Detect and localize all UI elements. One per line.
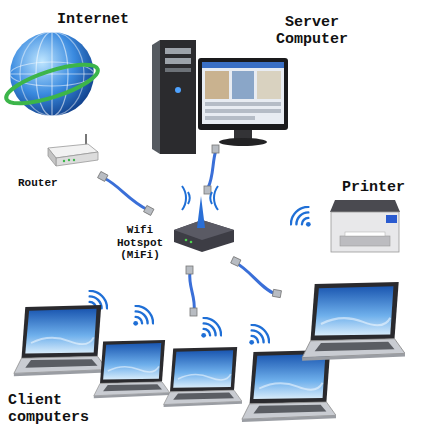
printer-icon <box>345 232 385 236</box>
server-monitor <box>198 58 288 130</box>
server-monitor <box>205 116 255 120</box>
server-monitor <box>198 58 288 146</box>
cable-plug <box>231 257 241 267</box>
router-icon <box>63 160 65 162</box>
laptop-icon <box>242 350 336 422</box>
router-icon <box>48 148 56 166</box>
server-monitor <box>205 102 281 106</box>
ethernet-cable <box>236 263 276 294</box>
ethernet-cable <box>104 150 276 310</box>
cable-plug <box>204 186 211 194</box>
printer-icon <box>330 200 400 212</box>
server-monitor <box>202 62 284 68</box>
server-tower <box>152 40 196 154</box>
router-icon <box>68 159 70 161</box>
cable-plug <box>190 308 197 316</box>
wifi-hotspot-device <box>190 241 193 244</box>
cable-plug <box>272 289 281 297</box>
printer-icon <box>331 212 399 252</box>
cable-plug <box>98 145 282 316</box>
wifi-hotspot-device <box>197 196 205 228</box>
globe-icon <box>2 32 101 116</box>
cable-plug <box>212 145 219 153</box>
laptop-icon <box>164 347 242 407</box>
server-monitor <box>257 71 281 99</box>
laptop-icon <box>14 282 405 422</box>
wifi-hotspot-device <box>188 192 212 204</box>
laptop-icon <box>302 282 405 361</box>
printer-icon <box>386 215 397 223</box>
router-icon <box>56 152 98 166</box>
wifi-symbol <box>201 318 221 338</box>
server-tower <box>175 87 181 93</box>
device-label: Server Computer <box>258 14 366 49</box>
server-tower <box>165 58 191 64</box>
wifi-symbol <box>133 306 153 326</box>
cable-plug <box>144 205 154 215</box>
laptop-icon <box>14 305 107 376</box>
wifi-hotspot-device <box>185 239 188 242</box>
router-icon <box>73 159 75 161</box>
server-monitor <box>205 109 281 113</box>
server-tower <box>160 40 196 154</box>
globe-icon <box>10 73 94 74</box>
ethernet-cable <box>104 178 148 210</box>
server-monitor <box>205 71 229 99</box>
laptop-icon <box>94 340 170 398</box>
server-monitor <box>232 71 254 99</box>
wifi-symbol <box>249 325 269 345</box>
group-label: Client computers <box>8 392 108 427</box>
ethernet-cable <box>190 272 195 310</box>
router-icon <box>48 134 98 166</box>
ethernet-cable <box>208 150 216 188</box>
printer-icon <box>330 200 400 252</box>
server-tower <box>165 48 191 54</box>
device-label: Printer <box>342 179 422 196</box>
cable-plug <box>186 266 193 274</box>
network-label: Internet <box>57 11 157 28</box>
globe-icon <box>2 57 101 111</box>
server-monitor <box>219 138 267 146</box>
device-label: Wifi Hotspot (MiFi) <box>110 224 170 262</box>
printer-icon <box>340 236 390 246</box>
server-tower <box>165 68 191 72</box>
wifi-symbol <box>291 207 311 227</box>
server-monitor <box>202 62 284 124</box>
wifi-hotspot-device <box>174 186 234 252</box>
device-label: Router <box>18 177 88 190</box>
cable-plug <box>98 171 108 181</box>
server-tower <box>152 40 160 154</box>
wifi-symbol <box>87 207 310 345</box>
